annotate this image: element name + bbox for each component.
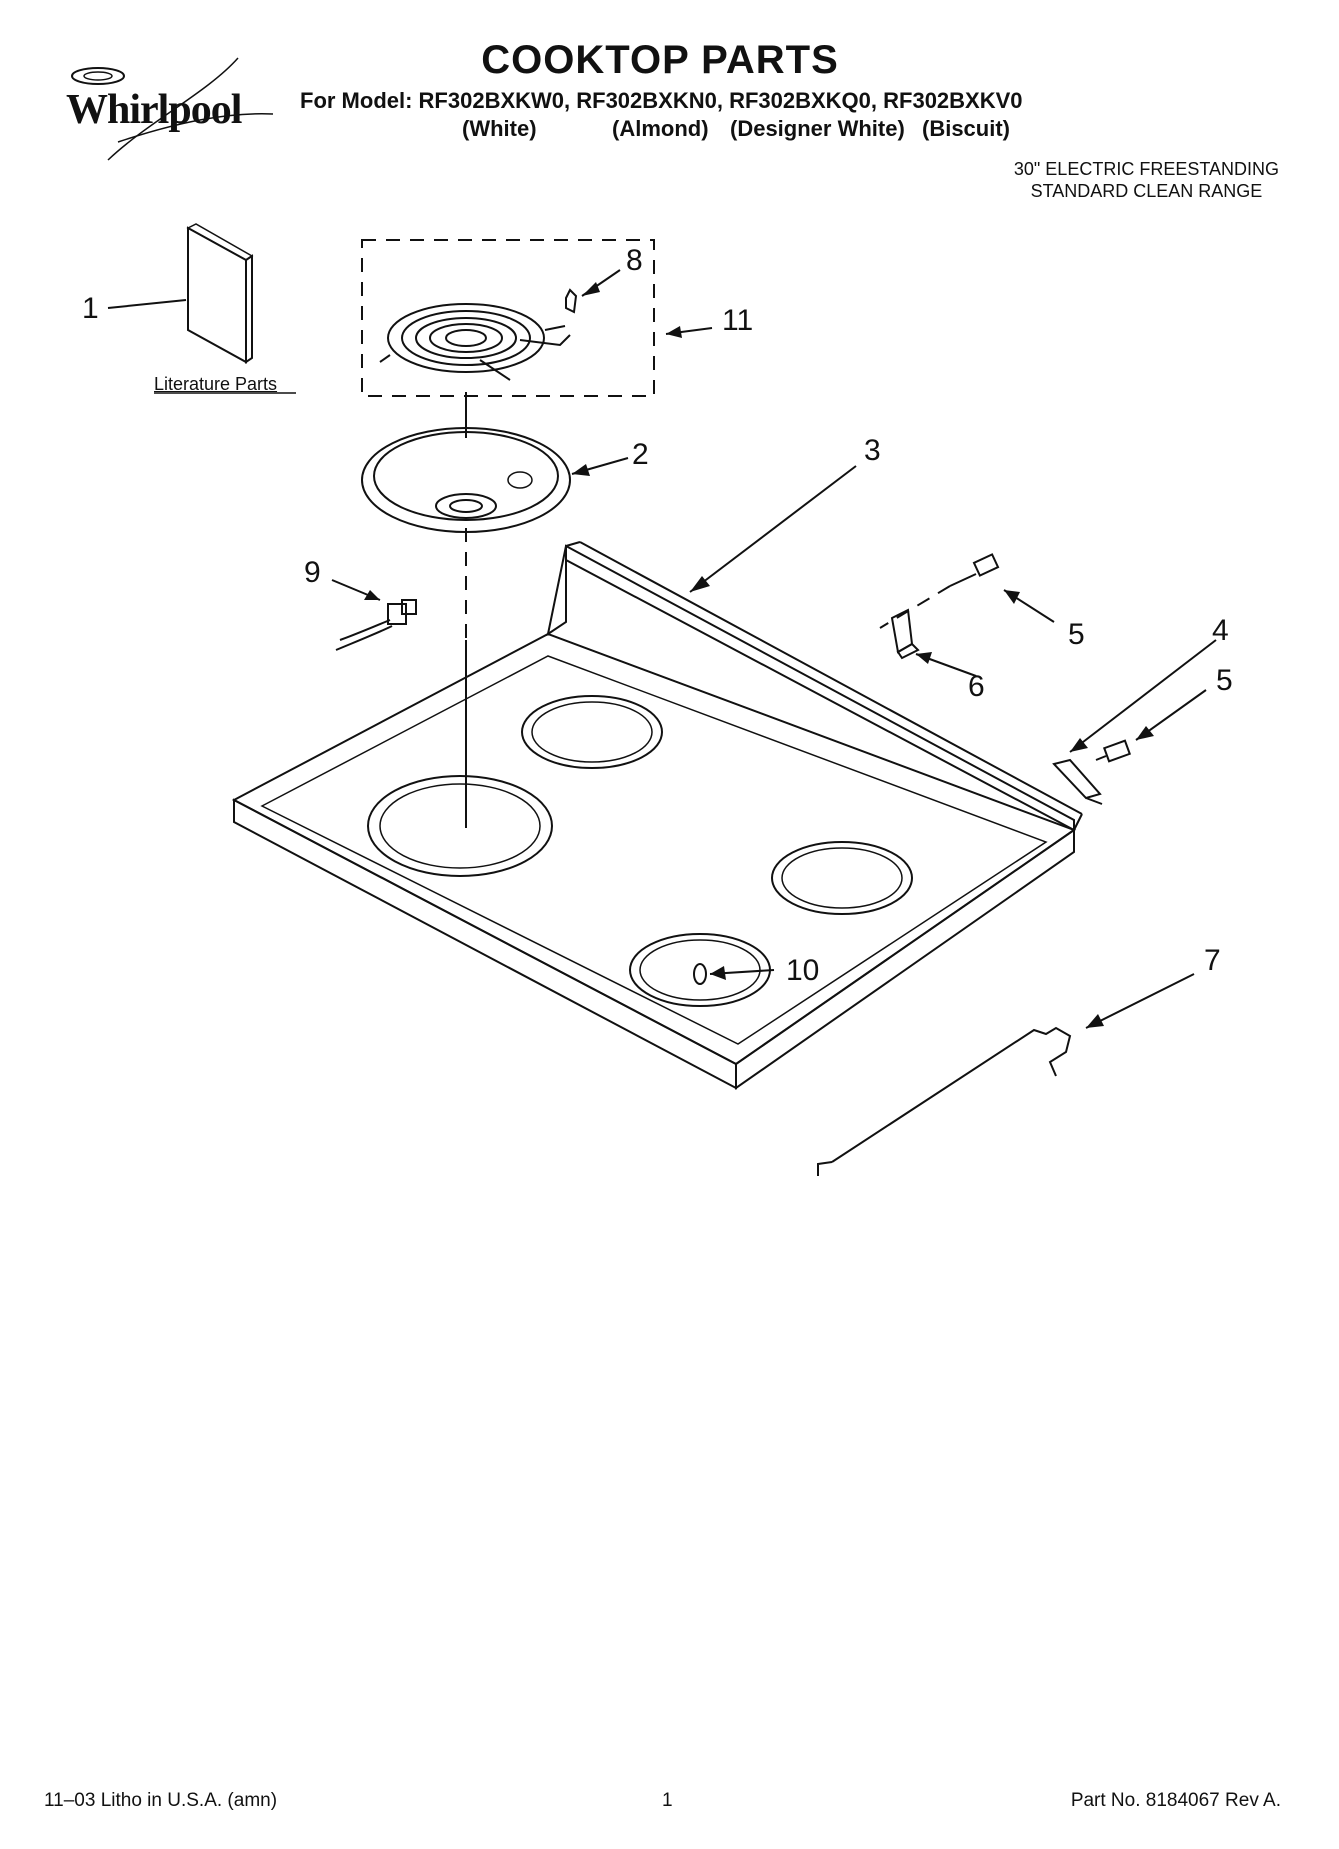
print-info: 11–03 Litho in U.S.A. (amn): [44, 1790, 278, 1811]
callout-9: 9: [304, 556, 321, 589]
callout-6: 6: [968, 670, 985, 703]
callout-1: 1: [82, 292, 99, 325]
screw-upper: [949, 553, 1000, 587]
screw-10: [693, 963, 707, 985]
model-list: For Model: RF302BXKW0, RF302BXKN0, RF302…: [300, 88, 1023, 113]
logo-swoosh-icon: [71, 57, 274, 161]
element-clip: [565, 288, 578, 314]
mounting-clip: [890, 608, 920, 660]
callout-8: 8: [626, 244, 643, 277]
surface-element-coil: [379, 303, 571, 381]
callout-10: 10: [786, 954, 820, 987]
callout-11: 11: [722, 304, 754, 337]
part-number: Part No. 8184067 Rev A.: [1070, 1790, 1281, 1811]
surface-element-box: [361, 239, 655, 397]
callout-3: 3: [864, 434, 881, 467]
brand-name: Whirlpool: [66, 87, 242, 133]
support-rod: [817, 1026, 1072, 1176]
color-almond: (Almond): [612, 116, 709, 141]
page-title: COOKTOP PARTS: [481, 38, 839, 82]
whirlpool-logo: Whirlpool: [58, 52, 288, 172]
callout-5-lower: 5: [1216, 664, 1233, 697]
color-designer-white: (Designer White): [730, 116, 905, 141]
callout-5-upper: 5: [1068, 618, 1085, 651]
color-biscuit: (Biscuit): [922, 116, 1010, 141]
drip-bowl: [361, 427, 571, 533]
callout-2: 2: [632, 438, 649, 471]
side-bracket: [1052, 758, 1103, 805]
color-white: (White): [462, 116, 537, 141]
cooktop-main-top: [231, 541, 1083, 1090]
literature-booklet: [186, 223, 254, 364]
terminal-block: [335, 599, 417, 651]
callout-7: 7: [1204, 944, 1221, 977]
product-description: 30" ELECTRIC FREESTANDING STANDARD CLEAN…: [1013, 159, 1279, 201]
callout-4: 4: [1212, 614, 1229, 647]
page-number: 1: [662, 1790, 673, 1811]
screw-lower: [1095, 739, 1132, 763]
literature-parts-label: Literature Parts: [154, 374, 278, 394]
